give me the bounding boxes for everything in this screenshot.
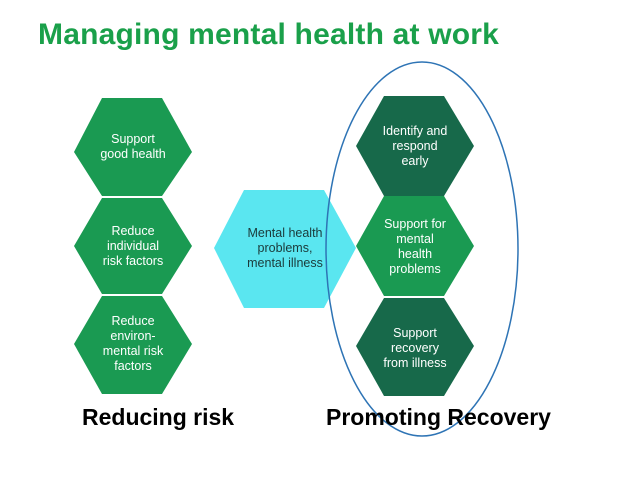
page-title: Managing mental health at work bbox=[38, 18, 500, 51]
caption-promoting-recovery: Promoting Recovery bbox=[326, 404, 551, 430]
hexagon-label: Mental health problems, mental illness bbox=[247, 225, 323, 270]
hexagon-mental-health-problems bbox=[214, 190, 356, 308]
caption-reducing-risk: Reducing risk bbox=[82, 404, 235, 430]
hexagon-support-good-health bbox=[74, 98, 192, 196]
hexagon-support-mental-health-problems bbox=[356, 196, 474, 296]
hexagon-label: Reduce environ- mental risk factors bbox=[102, 314, 164, 373]
hexagon-label: Support recovery from illness bbox=[383, 325, 447, 370]
hexagon-label: Support good health bbox=[100, 132, 166, 161]
hexagon-reduce-environmental-risk bbox=[74, 296, 192, 394]
hexagon-identify-respond-early bbox=[356, 96, 474, 196]
hexagon-support-recovery bbox=[356, 298, 474, 396]
hexagon-label: Reduce individual risk factors bbox=[102, 223, 164, 268]
recovery-ellipse bbox=[325, 61, 519, 437]
hexagon-label: Identify and respond early bbox=[382, 123, 448, 168]
hexagon-reduce-individual-risk bbox=[74, 198, 192, 294]
hexagon-label: Support for mental health problems bbox=[384, 217, 446, 276]
